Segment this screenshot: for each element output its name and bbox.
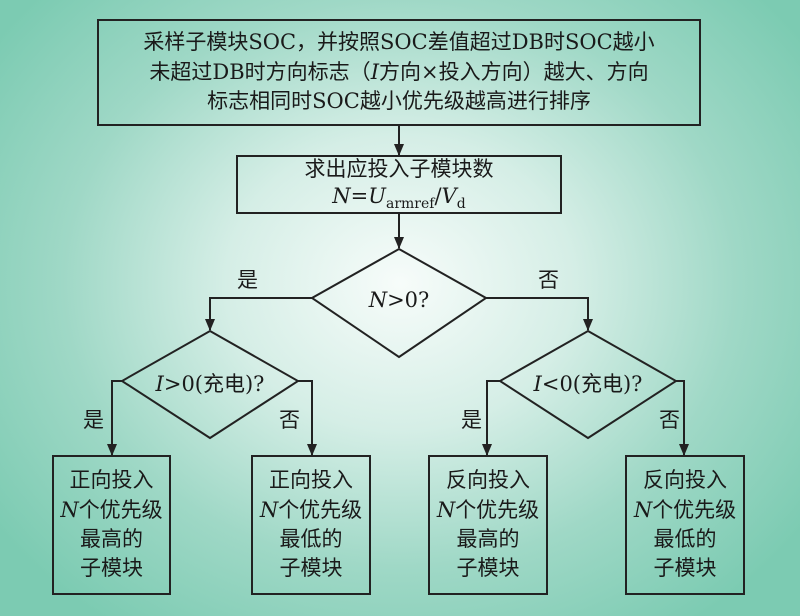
- decision-left-diamond: [120, 329, 300, 440]
- decision-right-text: I<0(充电)?: [533, 372, 643, 396]
- calc-line-1: 求出应投入子模块数: [304, 156, 494, 181]
- label-left-no: 否: [279, 408, 300, 432]
- sorting-process-box: 采样子模块SOC，并按照SOC差值超过DB时SOC越小 未超过DB时方向标志（I…: [97, 19, 701, 126]
- calc-formula: N=Uarmref/Vd: [332, 184, 466, 213]
- sorting-line-3: 标志相同时SOC越小优先级越高进行排序: [207, 89, 591, 114]
- edge-left-yes: [107, 380, 122, 456]
- edge-right-yes: [482, 380, 500, 456]
- edge-main-yes: [205, 297, 312, 331]
- decision-right-diamond: [498, 329, 678, 440]
- decision-main-text: N>0?: [368, 288, 430, 312]
- result-reverse-lowest: 反向投入 N个优先级 最低的 子模块: [625, 455, 745, 595]
- edge-right-no: [676, 380, 689, 456]
- decision-left-text: I>0(充电)?: [155, 372, 265, 396]
- edge-main-no: [486, 297, 593, 331]
- label-main-yes: 是: [237, 268, 258, 292]
- label-right-yes: 是: [461, 408, 482, 432]
- sorting-line-2: 未超过DB时方向标志（I方向×投入方向）越大、方向: [149, 59, 649, 84]
- edge-left-no: [298, 380, 317, 456]
- label-main-no: 否: [538, 268, 559, 292]
- result-forward-lowest: 正向投入 N个优先级 最低的 子模块: [251, 455, 371, 595]
- result-forward-highest: 正向投入 N个优先级 最高的 子模块: [52, 455, 171, 595]
- result-reverse-highest: 反向投入 N个优先级 最高的 子模块: [428, 455, 548, 595]
- sorting-line-1: 采样子模块SOC，并按照SOC差值超过DB时SOC越小: [143, 29, 655, 54]
- decision-main-diamond: [310, 247, 488, 359]
- label-right-no: 否: [659, 408, 680, 432]
- calc-count-box: 求出应投入子模块数 N=Uarmref/Vd: [236, 155, 562, 214]
- label-left-yes: 是: [83, 408, 104, 432]
